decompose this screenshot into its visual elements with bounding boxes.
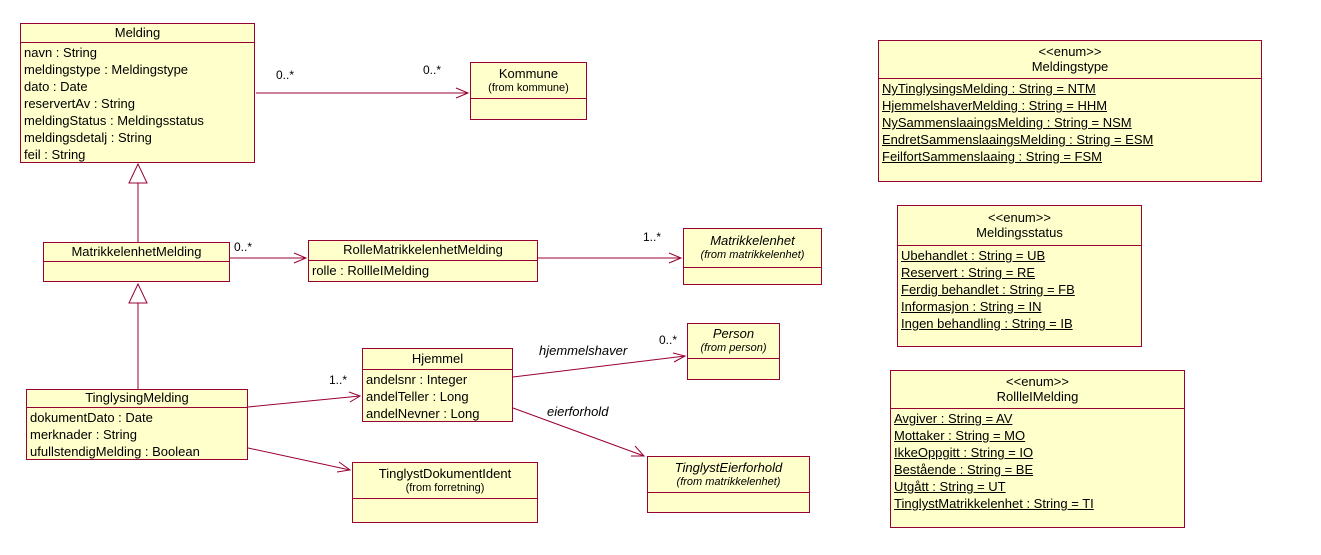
association-hjemmel-person[interactable] (512, 352, 687, 378)
enum-literal: Ferdig behandlet : String = FB (901, 282, 1075, 297)
attribute: dato : Date (24, 79, 88, 94)
enum-literal: TinglystMatrikkelenhet : String = TI (894, 496, 1094, 511)
association-matrikkelenhetmelding-rollematrikkelenhetmelding[interactable] (230, 252, 308, 264)
class-matrikkelenhet-name: Matrikkelenhet (from matrikkelenhet) (684, 229, 821, 268)
class-rollematrikkelenhetmelding-name: RolleMatrikkelenhetMelding (309, 241, 537, 261)
enum-literal: Avgiver : String = AV (894, 411, 1013, 426)
association-melding-kommune[interactable] (256, 87, 470, 99)
class-matrikkelenhet[interactable]: Matrikkelenhet (from matrikkelenhet) (683, 228, 822, 285)
class-tinglysingmelding[interactable]: TinglysingMelding dokumentDato : Date me… (26, 389, 248, 460)
class-hjemmel-name: Hjemmel (363, 349, 512, 370)
enum-rolleimelding[interactable]: <<enum>> RollleIMelding Avgiver : String… (890, 370, 1185, 528)
association-name-eierforhold: eierforhold (547, 404, 609, 419)
from-package: (from matrikkelenhet) (676, 475, 781, 488)
enum-literal: Mottaker : String = MO (894, 428, 1026, 443)
enum-rolleimelding-literals: Avgiver : String = AV Mottaker : String … (891, 409, 1184, 512)
class-tinglysteierforhold-name: TinglystEierforhold (from matrikkelenhet… (648, 457, 809, 493)
enum-literal: FeilfortSammenslaaing : String = FSM (882, 149, 1102, 164)
class-matrikkelenhetmelding[interactable]: MatrikkelenhetMelding (43, 242, 230, 282)
class-tinglysingmelding-attributes: dokumentDato : Date merknader : String u… (27, 408, 247, 460)
enum-meldingsstatus[interactable]: <<enum>> Meldingsstatus Ubehandlet : Str… (897, 205, 1142, 347)
attribute: dokumentDato : Date (30, 410, 153, 425)
class-hjemmel-attributes: andelsnr : Integer andelTeller : Long an… (363, 370, 512, 422)
association-tinglysingmelding-tinglystdokumentident[interactable] (247, 447, 352, 473)
enum-literal: HjemmelshaverMelding : String = HHM (882, 98, 1108, 113)
class-matrikkelenhetmelding-name: MatrikkelenhetMelding (44, 243, 229, 262)
attribute: andelTeller : Long (366, 389, 469, 404)
multiplicity-matrikkelenhetmelding-rolle: 0..* (234, 240, 253, 254)
from-package: (from kommune) (488, 81, 569, 94)
enum-rolleimelding-name: <<enum>> RollleIMelding (891, 371, 1184, 409)
attribute: navn : String (24, 45, 97, 60)
attribute: andelsnr : Integer (366, 372, 468, 387)
class-tinglysingmelding-name: TinglysingMelding (27, 390, 247, 408)
enum-literal: NyTinglysingsMelding : String = NTM (882, 81, 1096, 96)
enum-meldingstype[interactable]: <<enum>> Meldingstype NyTinglysingsMeldi… (878, 40, 1262, 182)
association-tinglysingmelding-hjemmel[interactable] (247, 391, 362, 408)
class-melding[interactable]: Melding navn : String meldingstype : Mel… (20, 23, 255, 163)
enum-literal: Informasjon : String = IN (901, 299, 1042, 314)
class-rollematrikkelenhetmelding-attributes: rolle : RollleIMelding (309, 261, 537, 279)
enum-literal: Bestående : String = BE (894, 462, 1034, 477)
stereotype: <<enum>> (1006, 373, 1069, 389)
association-hjemmel-tinglysteierforhold[interactable] (512, 407, 646, 457)
enum-meldingstype-literals: NyTinglysingsMelding : String = NTM Hjem… (879, 79, 1261, 165)
enum-literal: Reservert : String = RE (901, 265, 1036, 280)
stereotype: <<enum>> (988, 209, 1051, 225)
generalization-tinglysingmelding-matrikkelenhetmelding[interactable] (128, 282, 148, 389)
from-package: (from forretning) (405, 481, 485, 494)
class-hjemmel[interactable]: Hjemmel andelsnr : Integer andelTeller :… (362, 348, 513, 422)
attribute: ufullstendigMelding : Boolean (30, 444, 200, 459)
association-name-hjemmelshaver: hjemmelshaver (539, 343, 628, 358)
enum-literal: Ubehandlet : String = UB (901, 248, 1046, 263)
enum-literal: EndretSammenslaaingsMelding : String = E… (882, 132, 1154, 147)
association-rollematrikkelenhetmelding-matrikkelenhet[interactable] (538, 252, 683, 264)
class-melding-name: Melding (21, 24, 254, 43)
multiplicity-melding-kommune-target: 0..* (423, 63, 442, 77)
class-kommune-name: Kommune (from kommune) (471, 63, 586, 99)
class-tinglysteierforhold[interactable]: TinglystEierforhold (from matrikkelenhet… (647, 456, 810, 513)
class-person-name: Person (from person) (688, 324, 779, 359)
attribute: meldingstype : Meldingstype (24, 62, 189, 77)
attribute: rolle : RollleIMelding (312, 263, 430, 278)
attribute: reservertAv : String (24, 96, 136, 111)
multiplicity-hjemmel-person: 0..* (659, 333, 678, 347)
from-package: (from person) (700, 342, 767, 355)
class-person[interactable]: Person (from person) (687, 323, 780, 380)
generalization-matrikkelenhetmelding-melding[interactable] (128, 162, 148, 242)
multiplicity-melding-kommune-source: 0..* (276, 68, 295, 82)
enum-literal: NySammenslaaingsMelding : String = NSM (882, 115, 1132, 130)
class-melding-attributes: navn : String meldingstype : Meldingstyp… (21, 43, 254, 163)
attribute: feil : String (24, 147, 86, 162)
attribute: andelNevner : Long (366, 406, 480, 421)
enum-literal: Utgått : String = UT (894, 479, 1006, 494)
class-rollematrikkelenhetmelding[interactable]: RolleMatrikkelenhetMelding rolle : Rolll… (308, 240, 538, 282)
enum-meldingsstatus-literals: Ubehandlet : String = UB Reservert : Str… (898, 246, 1141, 332)
attribute: meldingStatus : Meldingsstatus (24, 113, 204, 128)
enum-literal: Ingen behandling : String = IB (901, 316, 1073, 331)
multiplicity-tinglysing-hjemmel: 1..* (329, 373, 348, 387)
enum-meldingstype-name: <<enum>> Meldingstype (879, 41, 1261, 79)
class-tinglystdokumentident-name: TinglystDokumentIdent (from forretning) (353, 463, 537, 499)
stereotype: <<enum>> (1038, 43, 1102, 59)
enum-meldingsstatus-name: <<enum>> Meldingsstatus (898, 206, 1141, 246)
attribute: meldingsdetalj : String (24, 130, 152, 145)
enum-literal: IkkeOppgitt : String = IO (894, 445, 1034, 460)
multiplicity-rolle-matrikkelenhet: 1..* (643, 230, 662, 244)
attribute: merknader : String (30, 427, 137, 442)
class-kommune[interactable]: Kommune (from kommune) (470, 62, 587, 120)
class-tinglystdokumentident[interactable]: TinglystDokumentIdent (from forretning) (352, 462, 538, 523)
from-package: (from matrikkelenhet) (700, 249, 805, 262)
